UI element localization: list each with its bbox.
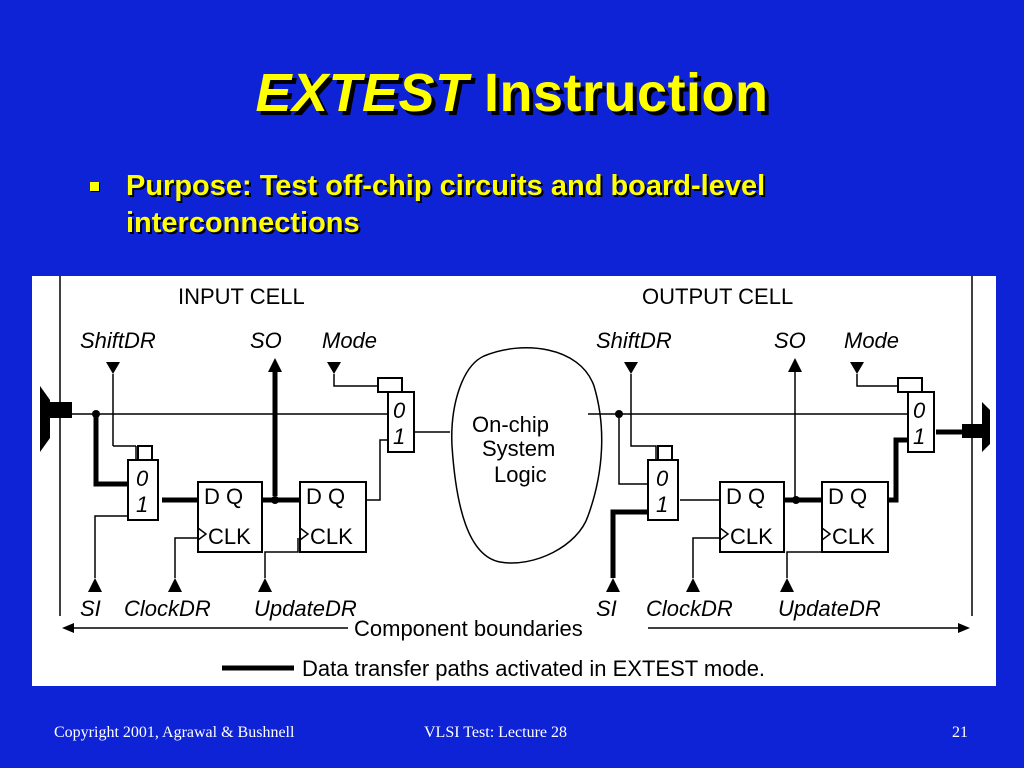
input-cell-header: INPUT CELL <box>178 284 305 309</box>
output-mode-label: Mode <box>844 328 899 353</box>
output-mode-arrow-icon <box>850 362 864 374</box>
input-capture-ff-clk: CLK <box>208 524 251 549</box>
on-chip-logic-shape <box>451 347 603 564</box>
input-capture-ff-dq: D Q <box>204 484 243 509</box>
slide-title-rest: Instruction <box>484 63 769 123</box>
input-shiftdr-label: ShiftDR <box>80 328 156 353</box>
left-pin-icon <box>40 386 50 452</box>
output-updatedr-label: UpdateDR <box>778 596 881 621</box>
output-clockdr-label: ClockDR <box>646 596 733 621</box>
output-cell-header: OUTPUT CELL <box>642 284 793 309</box>
output-mux-mode-1: 1 <box>913 424 925 449</box>
right-pin-stub <box>962 424 982 438</box>
logic-line-1: On-chip <box>472 412 549 437</box>
right-pin-icon <box>982 402 990 452</box>
input-mux-mode <box>387 391 415 453</box>
output-update-ff-dq: D Q <box>828 484 867 509</box>
input-mux-mode-0: 0 <box>393 398 406 423</box>
footer-copyright: Copyright 2001, Agrawal & Bushnell <box>54 724 295 741</box>
slide-title-emphasis: EXTEST <box>255 63 469 123</box>
output-update-ff <box>821 481 889 553</box>
input-so-label: SO <box>250 328 282 353</box>
footer-page-number: 21 <box>952 724 968 741</box>
boundary-right-arrow-icon <box>958 623 970 633</box>
logic-line-2: System <box>482 436 555 461</box>
input-clockdr-label: ClockDR <box>124 596 211 621</box>
component-boundaries-label: Component boundaries <box>354 616 583 641</box>
output-so-arrow-icon <box>788 358 802 372</box>
output-updatedr-arrow-icon <box>780 578 794 592</box>
output-update-ff-clk: CLK <box>832 524 875 549</box>
input-mux-scan-0: 0 <box>136 466 149 491</box>
input-si-label: SI <box>80 596 101 621</box>
input-update-ff-dq: D Q <box>306 484 345 509</box>
input-so-arrow-icon <box>268 358 282 372</box>
output-shiftdr-label: ShiftDR <box>596 328 672 353</box>
input-mux-scan-1: 1 <box>136 492 148 517</box>
output-si-arrow-icon <box>606 578 620 592</box>
input-updatedr-label: UpdateDR <box>254 596 357 621</box>
output-so-label: SO <box>774 328 806 353</box>
input-shiftdr-arrow-icon <box>106 362 120 374</box>
bullet-marker-icon <box>90 182 99 191</box>
output-mux-scan <box>647 459 679 521</box>
footer-course: VLSI Test: Lecture 28 <box>424 724 567 741</box>
output-capture-ff <box>719 481 785 553</box>
input-updatedr-arrow-icon <box>258 578 272 592</box>
logic-line-3: Logic <box>494 462 547 487</box>
output-mux-mode-0: 0 <box>913 398 926 423</box>
legend-label: Data transfer paths activated in EXTEST … <box>302 656 765 681</box>
input-mux-scan <box>127 459 159 521</box>
input-si-arrow-icon <box>88 578 102 592</box>
input-mode-label: Mode <box>322 328 377 353</box>
input-mux-mode-1: 1 <box>393 424 405 449</box>
input-update-ff <box>299 481 367 553</box>
output-capture-ff-dq: D Q <box>726 484 765 509</box>
output-si-label: SI <box>596 596 617 621</box>
extest-diagram: INPUT CELL OUTPUT CELL ShiftDR SO Mode S… <box>32 276 996 686</box>
output-shiftdr-arrow-icon <box>624 362 638 374</box>
output-mux-scan-1: 1 <box>656 492 668 517</box>
left-pin-stub <box>50 402 72 418</box>
output-clockdr-arrow-icon <box>686 578 700 592</box>
output-capture-ff-clk: CLK <box>730 524 773 549</box>
slide-title: EXTEST Instruction <box>0 62 1024 124</box>
circuit-diagram: INPUT CELL OUTPUT CELL ShiftDR SO Mode S… <box>40 276 990 681</box>
input-capture-ff <box>197 481 263 553</box>
boundary-left-arrow-icon <box>62 623 74 633</box>
bullet-point: Purpose: Test off-chip circuits and boar… <box>90 168 930 242</box>
bullet-text: Purpose: Test off-chip circuits and boar… <box>126 170 766 239</box>
input-update-ff-clk: CLK <box>310 524 353 549</box>
input-mode-arrow-icon <box>327 362 341 374</box>
input-clockdr-arrow-icon <box>168 578 182 592</box>
output-mux-scan-0: 0 <box>656 466 669 491</box>
